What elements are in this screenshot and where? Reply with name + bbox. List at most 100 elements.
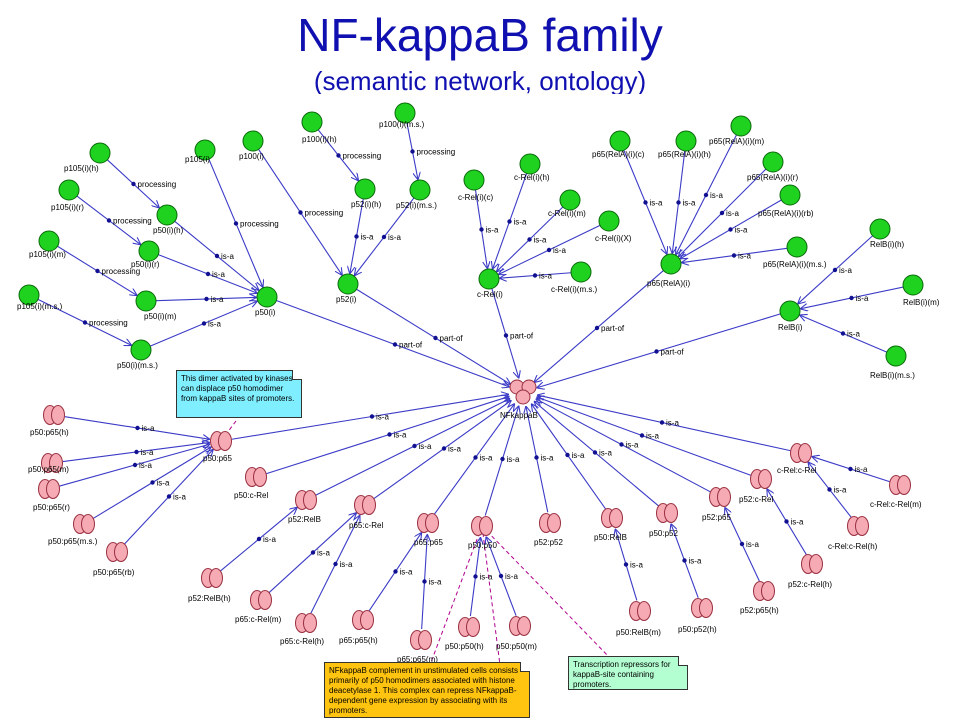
edge-p52relb-nfkb[interactable]: is-a [315,399,510,496]
edge-relb-nfkb[interactable]: part-of [537,313,781,388]
node-p65m[interactable]: p65(RelA)(i)(m) [709,115,764,146]
node-p65r[interactable]: p65(RelA)(i)(r) [747,151,798,182]
node-p52ms[interactable]: p52(i)(m.s.) [396,179,437,210]
edge-p50p65-nfkb[interactable]: is-a [231,394,508,440]
node-p65crelm[interactable]: p65:c-Rel(m) [235,590,282,625]
node-p50p50h[interactable]: p50:p50(h) [445,617,484,652]
edge-crelcrelm-crelcrel[interactable]: is-a [812,457,890,483]
node-p52relbh[interactable]: p52:RelB(h) [188,568,231,604]
edge-p52p65-nfkb[interactable]: is-a [536,399,711,493]
node-p65p65m[interactable]: p65:p65(m) [397,630,438,665]
edge-p52crelh-p52crel[interactable]: is-a [767,489,807,555]
edge-p50m-p50[interactable]: is-a [155,295,256,304]
edge-p50p65rb-p50p65[interactable]: is-a [124,450,213,545]
node-p50p65rb[interactable]: p50:p65(rb) [93,542,135,578]
node-p50p50m[interactable]: p50:p50(m) [496,616,537,652]
note-dimer[interactable]: This dimer activated by kinases can disp… [176,370,302,418]
edge-p52p65h-p52p65[interactable]: is-a [725,508,760,582]
edge-p100h-p52h[interactable]: processing [317,129,381,181]
edge-p105-p50[interactable]: processing [208,159,279,287]
edge-p105h-p50h[interactable]: processing [106,159,176,208]
node-p52[interactable]: p52(i) [336,273,359,304]
node-p50p52h[interactable]: p50:p52(h) [678,598,717,635]
node-p52p52[interactable]: p52:p52 [534,513,563,548]
edge-p65crel-nfkb[interactable]: is-a [373,401,511,500]
node-p105ms[interactable]: p105(i)(m.s.) [17,284,63,311]
node-p50p65[interactable]: p50:p65 [203,431,232,464]
edge-p50p50-nfkb[interactable]: is-a [484,406,520,516]
node-p65crelh[interactable]: p65:c-Rel(h) [280,613,324,647]
node-p50relb[interactable]: p50:RelB [594,508,627,543]
node-p65rb[interactable]: p65(RelA)(i)(rb) [758,184,814,218]
edge-p50-nfkb[interactable]: part-of [276,299,509,386]
edge-p52h-p52[interactable]: is-a [350,198,374,273]
edge-crelc-crel[interactable]: is-a [474,189,499,268]
node-crelcrelh[interactable]: c-Rel:c-Rel(h) [828,516,878,552]
node-crelm[interactable]: c-Rel(i)(m) [548,189,586,218]
node-crelcrelm[interactable]: c-Rel:c-Rel(m) [870,475,922,510]
edge-p65r-p65[interactable]: is-a [679,168,767,256]
node-p100h[interactable]: p100(i)(h) [301,111,337,144]
edge-p100-p52[interactable]: processing [258,149,344,275]
node-p65crel[interactable]: p65:c-Rel [349,495,383,531]
edge-p50p50m-p50p50[interactable]: is-a [486,537,518,616]
edge-relbms-relb[interactable]: is-a [800,315,888,353]
edge-p50relbm-p50relb[interactable]: is-a [615,529,643,601]
note-complement[interactable]: NFkappaB complement in unstimulated cell… [324,662,530,718]
node-p50r[interactable]: p50(i)(r) [131,240,160,269]
node-p65h[interactable]: p65(RelA)(i)(h) [658,130,711,159]
node-p65ms[interactable]: p65(RelA)(i)(m.s.) [763,236,827,269]
node-p105[interactable]: p105(i) [185,139,216,164]
node-crelx[interactable]: c-Rel(i)(X) [595,210,632,243]
edge-crelh-crel[interactable]: is-a [493,173,528,268]
node-p50p65ms[interactable]: p50:p65(m.s.) [48,514,98,547]
edge-p50p65ms-p50p65[interactable]: is-a [93,447,210,519]
edge-crelcrel-nfkb[interactable]: is-a [538,395,791,452]
node-p65c[interactable]: p65(RelA)(i)(c) [592,130,645,159]
edge-relbh-relb[interactable]: is-a [798,235,873,304]
node-p52crel[interactable]: p52:c-Rel [739,469,773,505]
node-p50m[interactable]: p50(i)(m) [135,290,177,321]
node-crelc[interactable]: c-Rel(i)(c) [458,169,493,202]
node-crelh[interactable]: c-Rel(i)(h) [514,153,550,182]
edge-p65c-p65[interactable]: is-a [623,150,667,254]
note-repressors[interactable]: Transcription repressors for kappaB-site… [568,656,688,690]
node-p105m[interactable]: p105(i)(m) [29,230,66,259]
edge-p50p50h-p50p50[interactable]: is-a [469,538,493,617]
node-p65[interactable]: p65(RelA)(i) [647,253,690,288]
edge-p52-nfkb[interactable]: part-of [356,288,511,384]
edge-crelms-crel[interactable]: is-a [500,272,572,281]
node-p52crelh[interactable]: p52:c-Rel(h) [788,554,832,590]
node-p50[interactable]: p50(i) [255,286,278,317]
node-relbh[interactable]: RelB(i)(h) [869,218,905,249]
node-p50ms[interactable]: p50(i)(m.s.) [117,339,158,370]
edge-p50crel-nfkb[interactable]: is-a [266,397,508,475]
edge-p65crelm-p65crel[interactable]: is-a [268,513,356,593]
edge-p105m-p50m[interactable]: processing [57,245,141,295]
edge-p50h-p50[interactable]: is-a [174,220,259,290]
node-nfkb[interactable]: NFkappaB [500,379,538,420]
edge-crelm-crel[interactable]: is-a [497,206,564,271]
edge-p100ms-p52ms[interactable]: processing [406,122,455,179]
edge-p65h-p65[interactable]: is-a [672,150,696,253]
edge-crelx-crel[interactable]: is-a [499,224,601,274]
node-crelms[interactable]: c-Rel(i)(m.s.) [551,261,598,294]
node-p50p65m[interactable]: p50:p65(m) [28,453,69,475]
node-p50relbm[interactable]: p50:RelB(m) [616,601,661,638]
node-p50p52[interactable]: p50:p52 [649,503,678,539]
node-crelcrel[interactable]: c-Rel:c-Rel [777,443,817,476]
node-p100[interactable]: p100(i) [239,130,264,161]
node-p52p65[interactable]: p52:p65 [702,487,731,523]
edge-p52ms-p52[interactable]: is-a [355,197,415,275]
edge-p65-nfkb[interactable]: part-of [534,270,664,383]
node-p100ms[interactable]: p100(i)(m.s.) [379,102,425,129]
node-p105h[interactable]: p105(i)(h) [64,142,111,173]
edge-p50ms-p50[interactable]: is-a [150,301,257,347]
node-p52p65h[interactable]: p52:p65(h) [740,581,779,616]
edge-p50p52-nfkb[interactable]: is-a [534,402,659,507]
node-p50p65r[interactable]: p50:p65(r) [33,479,70,513]
edge-p105ms-p50ms[interactable]: processing [37,298,131,345]
edge-crelcrelh-crelcrel[interactable]: is-a [808,462,852,518]
edge-p50p65r-p50p65[interactable]: is-a [59,444,210,487]
node-p50p50[interactable]: p50:p50 [468,516,497,551]
